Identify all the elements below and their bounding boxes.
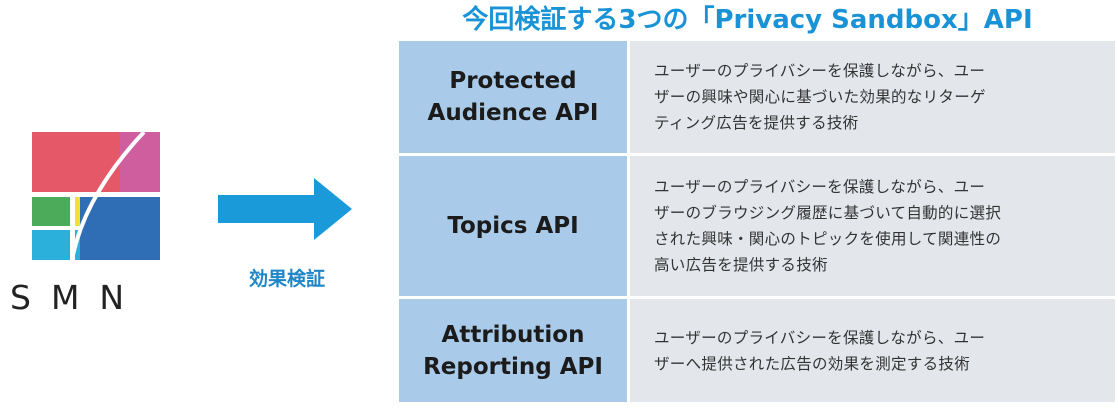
page-title: 今回検証する3つの「Privacy Sandbox」API (462, 5, 1033, 35)
smn-logo: SMN (10, 132, 190, 322)
logo-wordmark: SMN (10, 278, 145, 317)
arrow-label: 効果検証 (248, 268, 325, 290)
api-table: Protected Audience API ユーザーのプライバシーを保護しなが… (399, 41, 1115, 405)
api-row: Topics API ユーザーのプライバシーを保護しながら、ユー ザーのブラウジ… (399, 156, 1115, 296)
api-description-cell: ユーザーのプライバシーを保護しながら、ユー ザーの興味や関心に基づいた効果的なリ… (630, 41, 1115, 153)
api-row: Attribution Reporting API ユーザーのプライバシーを保護… (399, 299, 1115, 402)
api-name-cell: Topics API (399, 156, 627, 296)
api-description-cell: ユーザーのプライバシーを保護しながら、ユー ザーのブラウジング履歴に基づいて自動… (630, 156, 1115, 296)
right-arrow-icon (218, 178, 352, 240)
api-name-cell: Protected Audience API (399, 41, 627, 153)
api-row: Protected Audience API ユーザーのプライバシーを保護しなが… (399, 41, 1115, 153)
api-description-cell: ユーザーのプライバシーを保護しながら、ユー ザーへ提供された広告の効果を測定する… (630, 299, 1115, 402)
smn-logo-mark (32, 132, 160, 260)
api-name-cell: Attribution Reporting API (399, 299, 627, 402)
